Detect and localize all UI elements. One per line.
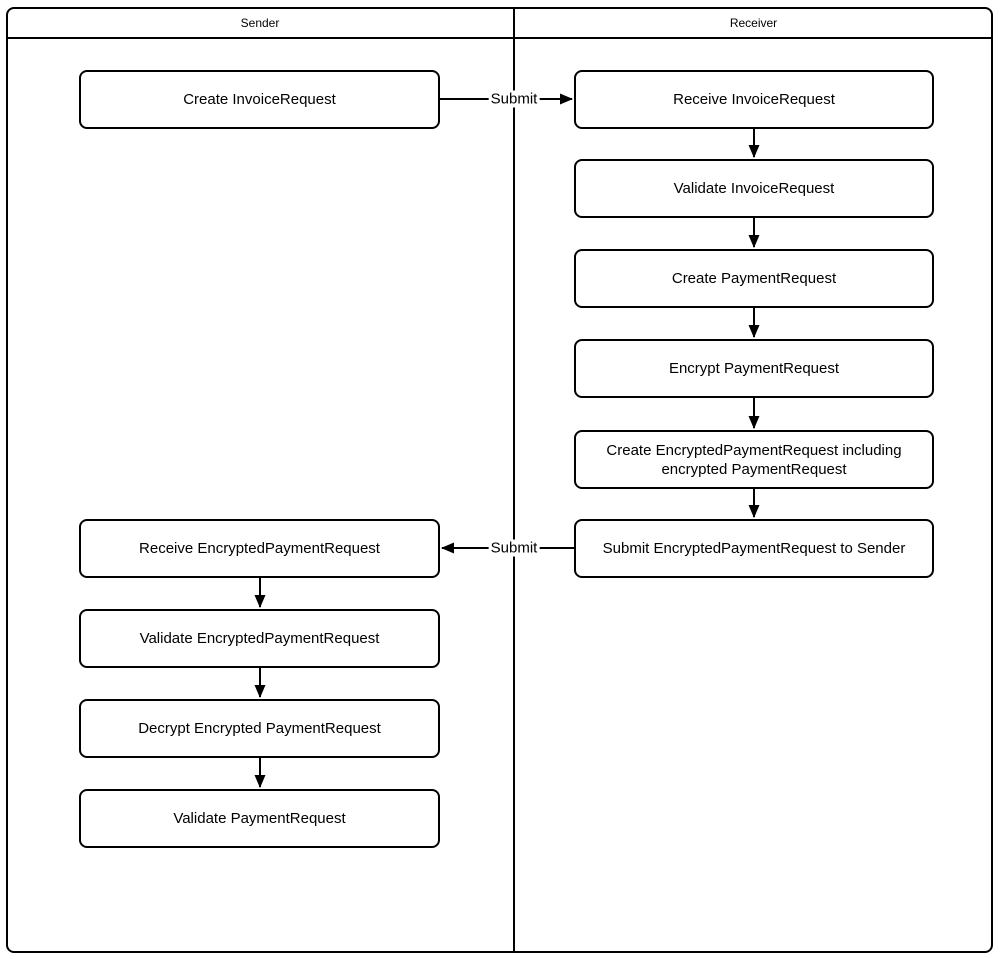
node-decrypt-encrypted-paymentrequest: Decrypt Encrypted PaymentRequest [79, 699, 440, 758]
node-submit-encryptedpaymentrequest-to-sender: Submit EncryptedPaymentRequest to Sender [574, 519, 934, 578]
node-create-encryptedpaymentrequest: Create EncryptedPaymentRequest including… [574, 430, 934, 489]
node-validate-encryptedpaymentrequest: Validate EncryptedPaymentRequest [79, 609, 440, 668]
lane-title-sender: Sender [240, 16, 280, 30]
edge-label-submit-invoice: Submit [488, 90, 540, 108]
node-validate-paymentrequest: Validate PaymentRequest [79, 789, 440, 848]
edge-label-submit-payment: Submit [488, 539, 540, 557]
node-receive-encryptedpaymentrequest: Receive EncryptedPaymentRequest [79, 519, 440, 578]
lane-divider [513, 7, 515, 953]
node-encrypt-paymentrequest: Encrypt PaymentRequest [574, 339, 934, 398]
lane-title-receiver: Receiver [729, 16, 778, 30]
diagram-frame [6, 7, 993, 953]
node-create-paymentrequest: Create PaymentRequest [574, 249, 934, 308]
lane-header-separator [6, 37, 993, 39]
node-create-invoicerequest: Create InvoiceRequest [79, 70, 440, 129]
node-validate-invoicerequest: Validate InvoiceRequest [574, 159, 934, 218]
node-receive-invoicerequest: Receive InvoiceRequest [574, 70, 934, 129]
